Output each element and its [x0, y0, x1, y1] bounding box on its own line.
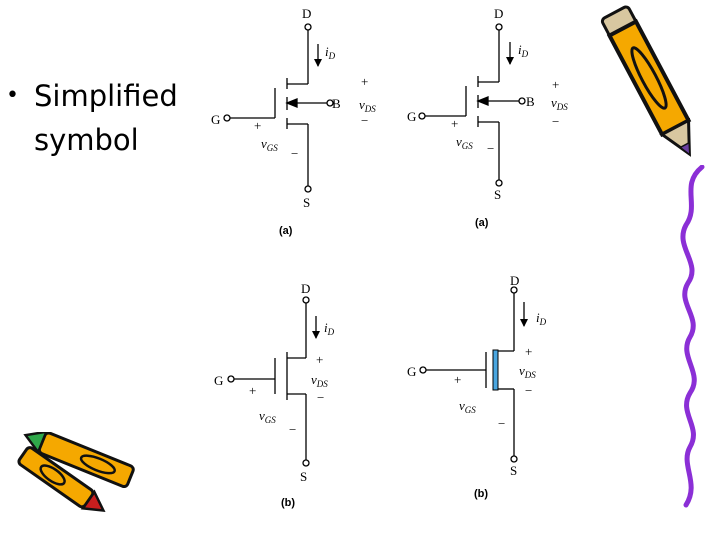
source-label: S: [494, 187, 501, 202]
source-terminal: [510, 455, 518, 463]
drain-current-label: iD: [325, 44, 336, 61]
vds-minus: −: [361, 113, 368, 128]
mosfet-circuit-b2: [419, 286, 528, 463]
vgs-plus: +: [454, 372, 461, 387]
mosfet-circuit-a2: [418, 23, 526, 187]
gate-terminal: [419, 366, 427, 374]
vds-label: vDS: [551, 95, 568, 112]
mosfet-circuit-a1: [223, 23, 334, 193]
drain-label: D: [301, 281, 310, 296]
caption-a: (a): [279, 225, 293, 237]
vds-label: vDS: [311, 372, 328, 389]
gate-label: G: [214, 373, 223, 388]
purple-squiggle-line: [680, 165, 705, 508]
vgs-label: vGS: [259, 408, 276, 425]
vgs-plus: +: [451, 116, 458, 131]
vds-minus: −: [317, 390, 324, 405]
gate-label: G: [407, 364, 416, 379]
gate-terminal: [223, 114, 231, 122]
vgs-plus: +: [254, 118, 261, 133]
bullet-line-2: symbol: [34, 123, 139, 157]
vds-plus: +: [316, 352, 323, 367]
vds-plus: +: [525, 344, 532, 359]
body-arrow: [285, 98, 298, 108]
vds-plus: +: [552, 77, 559, 92]
caption-b: (b): [281, 497, 295, 509]
drain-current-label: iD: [324, 320, 335, 337]
source-terminal: [302, 459, 310, 467]
vgs-plus: +: [249, 383, 256, 398]
body-label: B: [526, 94, 535, 109]
mosfet-circuit-b1: [227, 296, 320, 467]
body-arrow: [476, 96, 489, 106]
gate-label: G: [407, 109, 416, 124]
caption-a: (a): [475, 217, 489, 229]
drain-current-label: iD: [536, 310, 547, 327]
drain-label: D: [494, 6, 503, 21]
source-label: S: [300, 469, 307, 484]
vds-minus: −: [552, 114, 559, 129]
bullet-line-1: Simplified: [34, 79, 178, 113]
body-terminal: [326, 99, 334, 107]
drain-terminal: [304, 23, 312, 31]
drain-terminal: [495, 23, 503, 31]
source-terminal: [495, 179, 503, 187]
bullet-glyph: •: [6, 83, 19, 108]
drain-current-label: iD: [518, 42, 529, 59]
pencil-icon: [600, 5, 692, 157]
mosfet-symbol-figure: D G S B iD + vDS − + vGS − (a) D G S B i…: [201, 0, 606, 516]
drain-label: D: [302, 6, 311, 21]
vgs-label: vGS: [459, 398, 476, 415]
channel-bar: [492, 349, 499, 391]
vds-label: vDS: [519, 363, 536, 380]
vds-minus: −: [525, 383, 532, 398]
vgs-label: vGS: [261, 136, 278, 153]
vds-label: vDS: [359, 97, 376, 114]
slide-bullet-text: • Simplified symbol: [6, 74, 206, 162]
gate-label: G: [211, 112, 220, 127]
source-label: S: [303, 195, 310, 210]
vgs-label: vGS: [456, 134, 473, 151]
source-label: S: [510, 463, 517, 478]
caption-b: (b): [474, 488, 488, 500]
vgs-minus: −: [289, 422, 296, 437]
drain-terminal: [302, 296, 310, 304]
crayons-icon: [17, 432, 135, 512]
gate-terminal: [227, 375, 235, 383]
vgs-minus: −: [291, 146, 298, 161]
drain-label: D: [510, 273, 519, 288]
vgs-minus: −: [487, 141, 494, 156]
body-terminal: [518, 97, 526, 105]
mosfet-diagram-svg: D G S B iD + vDS − + vGS − (a) D G S B i…: [211, 6, 568, 509]
body-label: B: [332, 96, 341, 111]
vds-plus: +: [361, 74, 368, 89]
vgs-minus: −: [498, 416, 505, 431]
gate-terminal: [418, 112, 426, 120]
source-terminal: [304, 185, 312, 193]
